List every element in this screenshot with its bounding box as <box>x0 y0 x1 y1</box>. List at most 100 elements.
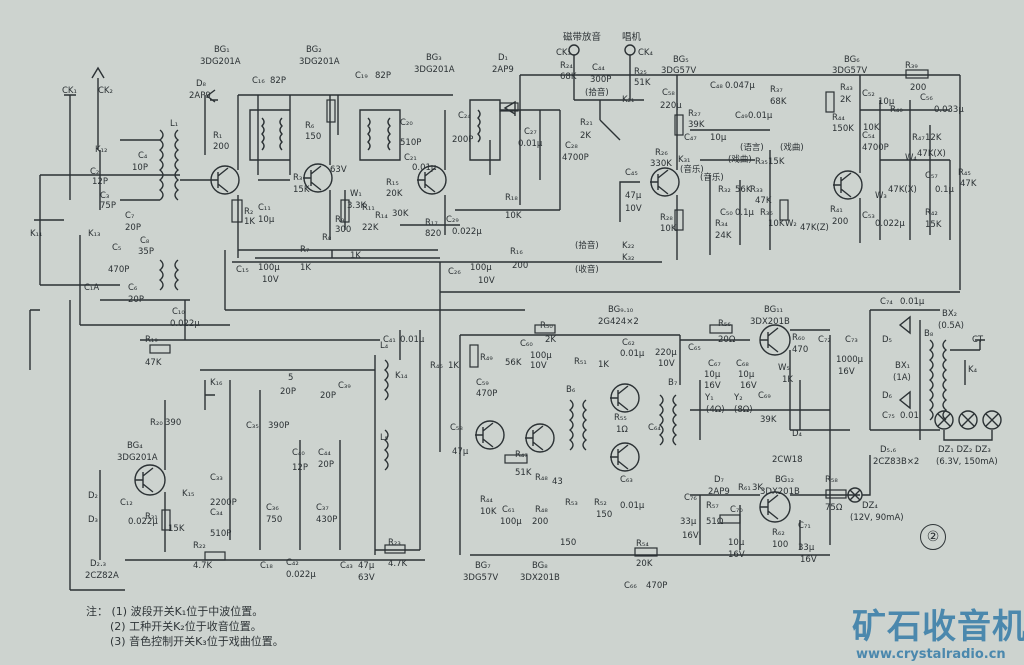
footnote-3: (3) 音色控制开关K₃位于戏曲位置。 <box>86 634 284 649</box>
r6-label: R₆ <box>305 121 315 131</box>
bg4-type: 3DG201A <box>117 453 158 463</box>
c33-label: C₃₃ <box>210 473 223 483</box>
c58-label: C₅₈ <box>662 88 675 98</box>
ck3-label: CK₃ <box>556 48 571 58</box>
r25-value: 51K <box>634 78 651 88</box>
record-player-label: 唱机 <box>622 31 642 43</box>
c54-label: C₅₄ <box>862 131 875 141</box>
c37-label: C₃₇ <box>316 503 329 513</box>
c6-label: C₆ <box>128 283 138 293</box>
bg12-type: 3DX201B <box>760 487 800 497</box>
bg1-label: BG₁ <box>214 45 230 55</box>
l4-label: L₄ <box>380 341 389 351</box>
r43-label: R₄₃ <box>840 83 853 93</box>
y2-value: (8Ω) <box>734 405 753 415</box>
k15-label: K₁₅ <box>182 489 194 499</box>
c66-value: 470P <box>646 581 667 591</box>
c67-value: 10μ <box>704 370 721 380</box>
c5b-label: 5 <box>288 373 293 383</box>
r26-value: 330K <box>650 159 672 169</box>
c21-value: 0.01μ <box>412 163 437 173</box>
r57-value: 51Ω <box>706 517 724 527</box>
c48-value: 0.047μ <box>725 81 755 91</box>
footnote-title: 注： <box>86 605 108 618</box>
c57-label: C₅₇ <box>925 171 938 181</box>
bx2-label: BX₂ <box>942 309 957 319</box>
c10-value: 0.022μ <box>170 319 200 329</box>
speech-label: (语言) <box>740 142 764 153</box>
footnotes: 注： (1) 波段开关K₁位于中波位置。 (2) 工种开关K₂位于收音位置。 (… <box>86 604 284 649</box>
c67-voltage: 16V <box>704 381 721 391</box>
c8-value: 35P <box>138 247 154 257</box>
k14-label: K₁₄ <box>395 371 408 381</box>
y2-label: Y₂ <box>733 393 743 403</box>
c16-label: C₁₆ <box>252 76 265 86</box>
l5-label: L₅ <box>380 433 388 443</box>
bg2-label: BG₂ <box>306 45 322 55</box>
r39-value: 200 <box>910 83 926 93</box>
c27-label: C₂₇ <box>524 127 537 137</box>
c36-label: C₃₆ <box>266 503 279 513</box>
c11-label: C₁₁ <box>258 203 271 213</box>
music-label: (音乐) <box>680 164 704 175</box>
c76-label: C₇₆ <box>684 493 697 503</box>
b7-label: B₇ <box>668 378 678 388</box>
bg3-label: BG₃ <box>426 53 442 63</box>
bg6-type: 3DG57V <box>832 66 867 76</box>
bg5-label: BG₅ <box>673 55 689 65</box>
r9-value: 300 <box>335 225 351 235</box>
r42-label: R₄₂ <box>925 208 938 218</box>
c4-label: C₄ <box>138 151 148 161</box>
c72-label: C₇₂ <box>818 335 831 345</box>
c49-label: C₄₉ <box>735 111 748 121</box>
footnote-2: (2) 工种开关K₂位于收音位置。 <box>86 619 284 634</box>
c42-value: 0.022μ <box>286 570 316 580</box>
c69-value: 39K <box>760 415 777 425</box>
l1-label: L₁ <box>170 119 178 129</box>
r57-label: R₅₇ <box>706 501 719 511</box>
c45-label: C₄₅ <box>625 168 638 178</box>
c68-value: 10μ <box>738 370 755 380</box>
d8-label: D₈ <box>196 79 207 89</box>
tape-player-label: 磁带放音 <box>563 31 601 43</box>
r1-value: 200 <box>213 142 229 152</box>
c62-value: 0.01μ <box>620 349 645 359</box>
b8-label: B₈ <box>924 329 934 339</box>
r47-value: 12K <box>925 133 942 143</box>
c61-value: 100μ <box>500 517 522 527</box>
r37-value: 68K <box>770 97 787 107</box>
r39-label: R₃₉ <box>905 61 918 71</box>
w1-value: 3.3K <box>347 201 367 211</box>
r9-label: R₉ <box>335 215 345 225</box>
resistor-glyphs <box>149 69 929 561</box>
c35-label: C₃₅ <box>246 421 259 431</box>
r46-value: 1K <box>448 361 459 371</box>
c3-value: 75P <box>100 201 116 211</box>
r48-value: 43 <box>552 477 563 487</box>
c40-label: C₄₀ <box>292 448 305 458</box>
k11-label: K₁₁ <box>30 229 42 239</box>
d56-type: 2CZ83B×2 <box>873 457 919 467</box>
r50-value: 2K <box>545 335 556 345</box>
r54-value: 20K <box>636 559 653 569</box>
c29-value: 0.022μ <box>452 227 482 237</box>
r2-value: 1K <box>244 217 255 227</box>
k4-label: K₄ <box>968 365 978 375</box>
r15-label: R₁₅ <box>386 178 399 188</box>
r32-label: R₃₂ <box>718 185 731 195</box>
r40-value: 10K <box>863 123 880 133</box>
v63-label: 63V <box>330 165 347 175</box>
r3-value: 15K <box>293 185 310 195</box>
r47b-label: R₄₇ <box>515 450 528 460</box>
d23-label: D₂.₃ <box>90 559 106 569</box>
r3-label: R₃ <box>293 173 302 183</box>
c15-value: 100μ <box>258 263 280 273</box>
c47-value: 10μ <box>710 133 727 143</box>
y1-label: Y₁ <box>704 393 714 403</box>
pickup2-label: (拾音) <box>575 240 599 251</box>
r33-label: R₃₃ <box>750 185 763 195</box>
r53-label: R₅₃ <box>565 498 578 508</box>
bg7-label: BG₇ <box>475 561 491 571</box>
c71-label: C₇₁ <box>798 521 811 531</box>
